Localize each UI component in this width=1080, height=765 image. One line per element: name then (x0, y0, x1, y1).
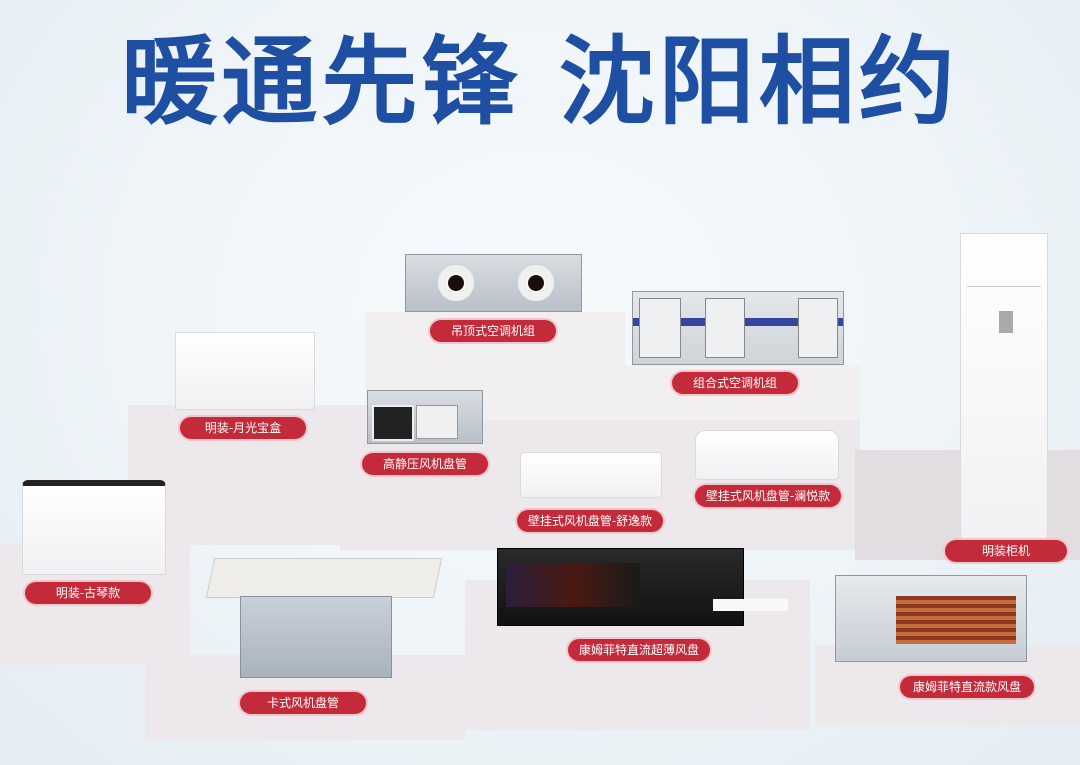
floor-cabinet-image (960, 233, 1048, 540)
guqin-fcu-image (22, 480, 166, 575)
label-ceiling-ahu: 吊顶式空调机组 (430, 320, 556, 342)
label-cassette-fcu: 卡式风机盘管 (240, 692, 366, 714)
label-dc-fcu: 康姆菲特直流款风盘 (900, 676, 1034, 698)
label-floor-cabinet: 明装柜机 (945, 540, 1067, 562)
label-guqin-fcu: 明装-古琴款 (25, 582, 151, 604)
wall-fcu-lanyue-image (695, 430, 839, 480)
dc-fcu-image (835, 575, 1027, 662)
wall-fcu-shuyi-image (520, 452, 662, 498)
label-moonlight-box: 明装-月光宝盒 (180, 417, 306, 439)
headline: 暖通先锋 沈阳相约 (121, 25, 959, 138)
label-modular-ahu: 组合式空调机组 (672, 372, 798, 394)
ceiling-ahu-image (405, 254, 582, 312)
moonlight-box-image (175, 332, 315, 410)
modular-ahu-image (632, 291, 844, 365)
dc-slim-fcu-image (497, 548, 788, 626)
label-dc-slim-fcu: 康姆菲特直流超薄风盘 (568, 639, 710, 661)
label-wall-fcu-shuyi: 壁挂式风机盘管-舒逸款 (517, 510, 663, 532)
high-static-fcu-image (367, 390, 483, 444)
cassette-fcu-image (205, 558, 443, 678)
label-high-static-fcu: 高静压风机盘管 (362, 453, 488, 475)
label-wall-fcu-lanyue: 壁挂式风机盘管-澜悦款 (695, 485, 841, 507)
